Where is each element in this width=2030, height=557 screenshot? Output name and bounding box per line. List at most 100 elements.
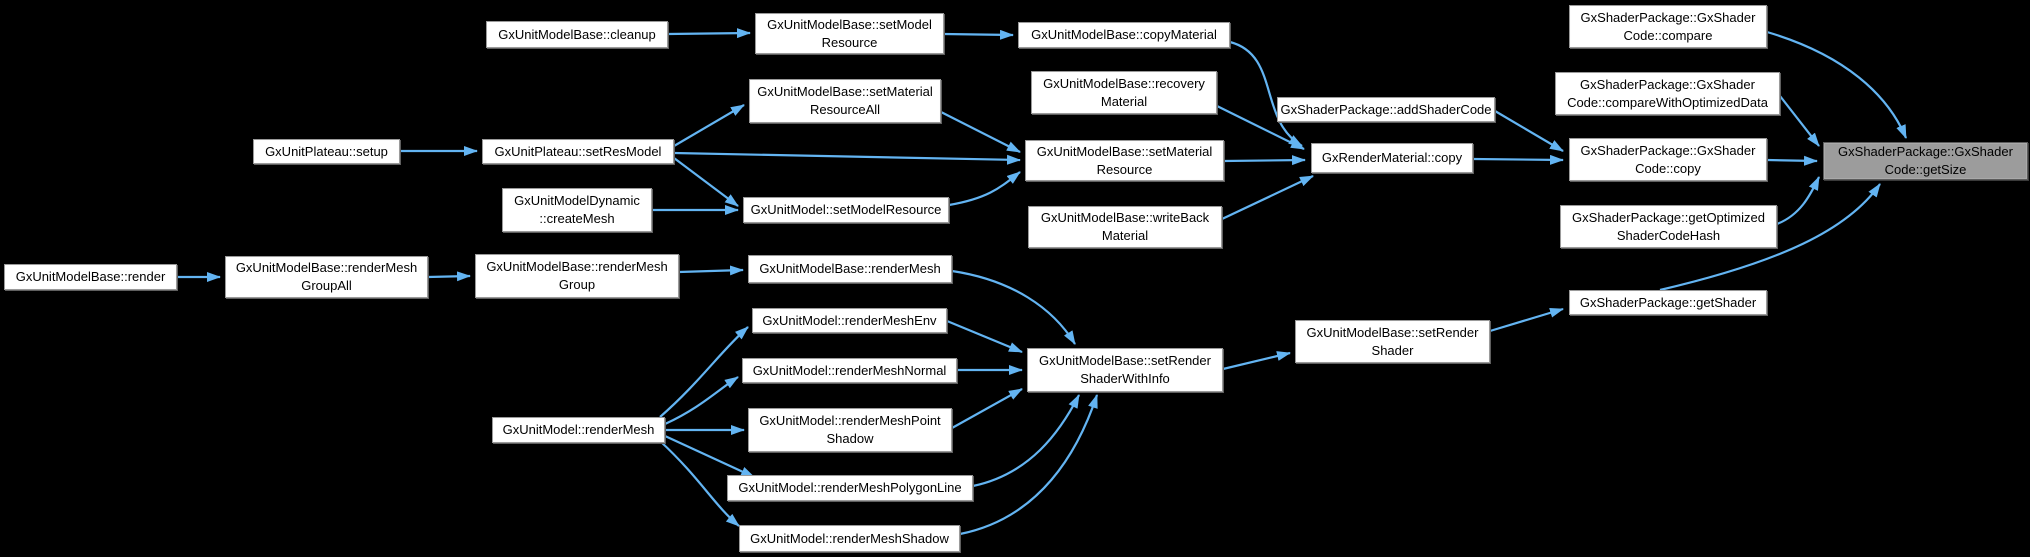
node-createMesh[interactable]: GxUnitModelDynamic::createMesh <box>502 188 652 232</box>
edge-renderMeshEnv-to-setRenderShaderWithInfo <box>946 319 1023 354</box>
edge-setModelResourceBase-to-copyMaterial <box>943 29 1014 40</box>
node-setResModel[interactable]: GxUnitPlateau::setResModel <box>482 139 674 164</box>
node-label-line: ResourceAll <box>809 102 881 117</box>
node-label-line: GxShaderPackage::GxShader <box>1580 9 1756 25</box>
edge-compareWithOptimizedData-to-getSize <box>1779 95 1820 147</box>
node-setModelResourceUnit[interactable]: GxUnitModel::setModelResource <box>743 197 949 223</box>
edge-writeBackMaterial-to-renderMaterialCopy <box>1221 175 1314 220</box>
edge-setMaterialResource-to-renderMaterialCopy <box>1223 155 1306 166</box>
node-label-line: GxUnitModelDynamic <box>514 193 640 208</box>
edge-getShader-to-getSize <box>1659 183 1881 292</box>
edge-setResModel-to-setMaterialResourceAll <box>673 104 745 147</box>
edge-setRenderShaderWithInfo-to-setRenderShader <box>1222 351 1291 371</box>
node-label-line: GxUnitModel::renderMeshPolygonLine <box>738 480 962 495</box>
node-label-line: ShaderCodeHash <box>1616 227 1721 243</box>
edge-getOptimizedShaderCodeHash-to-getSize <box>1776 176 1820 226</box>
node-label-line: GxUnitModel::setModelResource <box>750 202 942 217</box>
node-label-line: GxUnitModel::renderMeshPoint <box>759 413 941 428</box>
node-label-line: GxUnitModelBase::setRender <box>1039 353 1211 368</box>
edge-setRenderShader-to-getShader <box>1489 307 1564 333</box>
node-label-line: Code::compareWithOptimizedData <box>1567 94 1768 110</box>
edge-renderMeshShadow-to-setRenderShaderWithInfo <box>959 394 1099 536</box>
edge-renderMeshUnit-to-renderMeshEnv <box>659 326 749 418</box>
node-renderMeshShadow[interactable]: GxUnitModel::renderMeshShadow <box>739 525 960 552</box>
node-label-line: GxUnitPlateau::setup <box>265 143 388 159</box>
node-label-line: GxShaderPackage::GxShader <box>1580 142 1756 158</box>
edge-renderMeshUnit-to-renderMeshNormal <box>664 376 739 426</box>
edge-renderMeshUnit-to-renderMeshPolygonLine <box>664 435 755 478</box>
node-label-line: GxShaderPackage::getShader <box>1579 294 1757 310</box>
node-label-line: GxUnitModel::renderMeshNormal <box>752 362 947 378</box>
node-label-line: GxUnitModelBase::renderMesh <box>486 259 668 274</box>
node-setup[interactable]: GxUnitPlateau::setup <box>253 139 400 164</box>
node-label-line: GxUnitModelBase::recovery <box>1043 75 1205 91</box>
node-getShader[interactable]: GxShaderPackage::getShader <box>1569 290 1767 315</box>
node-label-line: GxUnitModelBase::writeBack <box>1040 210 1210 225</box>
node-label-line: GxShaderPackage::GxShader <box>1838 144 2013 159</box>
node-label-line: Group <box>558 277 596 292</box>
edge-copyMaterial-to-renderMaterialCopy <box>1229 40 1303 147</box>
edge-setModelResourceUnit-to-setMaterialResource <box>948 171 1021 207</box>
edge-renderMeshGroup-to-renderMeshBase <box>678 265 744 276</box>
node-label-line: Resource <box>821 34 878 50</box>
edge-renderMeshUnit-to-renderMeshShadow <box>659 440 740 527</box>
edge-setMaterialResourceAll-to-setMaterialResource <box>940 111 1021 153</box>
node-label-line: GxShaderPackage::getOptimized <box>1572 209 1765 225</box>
node-label-line: Material <box>1101 228 1149 243</box>
node-render[interactable]: GxUnitModelBase::render <box>4 264 177 290</box>
node-label-line: GxUnitModel::renderMesh <box>502 422 655 437</box>
edge-setResModel-to-setMaterialResource <box>673 151 1021 165</box>
node-label-line: GxUnitModelBase::copyMaterial <box>1031 27 1217 42</box>
node-copyMaterial[interactable]: GxUnitModelBase::copyMaterial <box>1018 22 1230 48</box>
node-label-line: ShaderWithInfo <box>1080 371 1170 386</box>
node-addShaderCode[interactable]: GxShaderPackage::addShaderCode <box>1277 97 1495 122</box>
node-label-line: Code::getSize <box>1884 162 1967 177</box>
node-renderMeshEnv[interactable]: GxUnitModel::renderMeshEnv <box>752 308 947 333</box>
node-label-line: GxRenderMaterial::copy <box>1321 150 1463 165</box>
node-label-line: GxUnitModelBase::renderMesh <box>759 261 941 276</box>
node-label-line: GroupAll <box>301 278 352 293</box>
node-label-line: GxUnitModel::renderMeshEnv <box>762 312 937 328</box>
edge-addShaderCode-to-shaderCodeCopy <box>1494 110 1564 152</box>
node-label-line: Resource <box>1096 161 1153 177</box>
node-label-line: Shadow <box>826 431 874 446</box>
node-renderMeshPolygonLine[interactable]: GxUnitModel::renderMeshPolygonLine <box>727 475 973 501</box>
node-renderMaterialCopy[interactable]: GxRenderMaterial::copy <box>1311 143 1473 173</box>
edge-shaderCodeCopy-to-getSize <box>1766 155 1818 166</box>
edge-renderMeshPointShadow-to-setRenderShaderWithInfo <box>951 388 1023 429</box>
edge-renderMeshGroupAll-to-renderMeshGroup <box>427 271 471 282</box>
edge-setResModel-to-setModelResourceUnit <box>673 157 739 207</box>
node-label-line: GxUnitModelBase::setMaterial <box>757 84 933 99</box>
node-label-line: GxUnitModelBase::setRender <box>1306 324 1479 340</box>
node-label-line: GxUnitModelBase::setModel <box>767 16 932 32</box>
node-label-line: GxUnitModelBase::renderMesh <box>235 260 418 275</box>
edge-renderMeshPolygonLine-to-setRenderShaderWithInfo <box>972 394 1080 488</box>
node-label-line: GxUnitPlateau::setResModel <box>494 143 662 159</box>
node-cleanup[interactable]: GxUnitModelBase::cleanup <box>486 21 668 48</box>
edge-renderMeshBase-to-setRenderShaderWithInfo <box>951 269 1076 345</box>
edge-recoveryMaterial-to-renderMaterialCopy <box>1216 105 1305 150</box>
edge-cleanup-to-setModelResourceBase <box>667 28 751 39</box>
node-renderMeshNormal[interactable]: GxUnitModel::renderMeshNormal <box>742 358 957 383</box>
node-label-line: Code::copy <box>1635 160 1701 176</box>
node-renderMeshBase[interactable]: GxUnitModelBase::renderMesh <box>748 255 952 283</box>
node-label-line: GxUnitModelBase::render <box>15 269 166 284</box>
node-label-line: ::createMesh <box>539 211 615 226</box>
node-renderMeshUnit[interactable]: GxUnitModel::renderMesh <box>492 417 665 443</box>
